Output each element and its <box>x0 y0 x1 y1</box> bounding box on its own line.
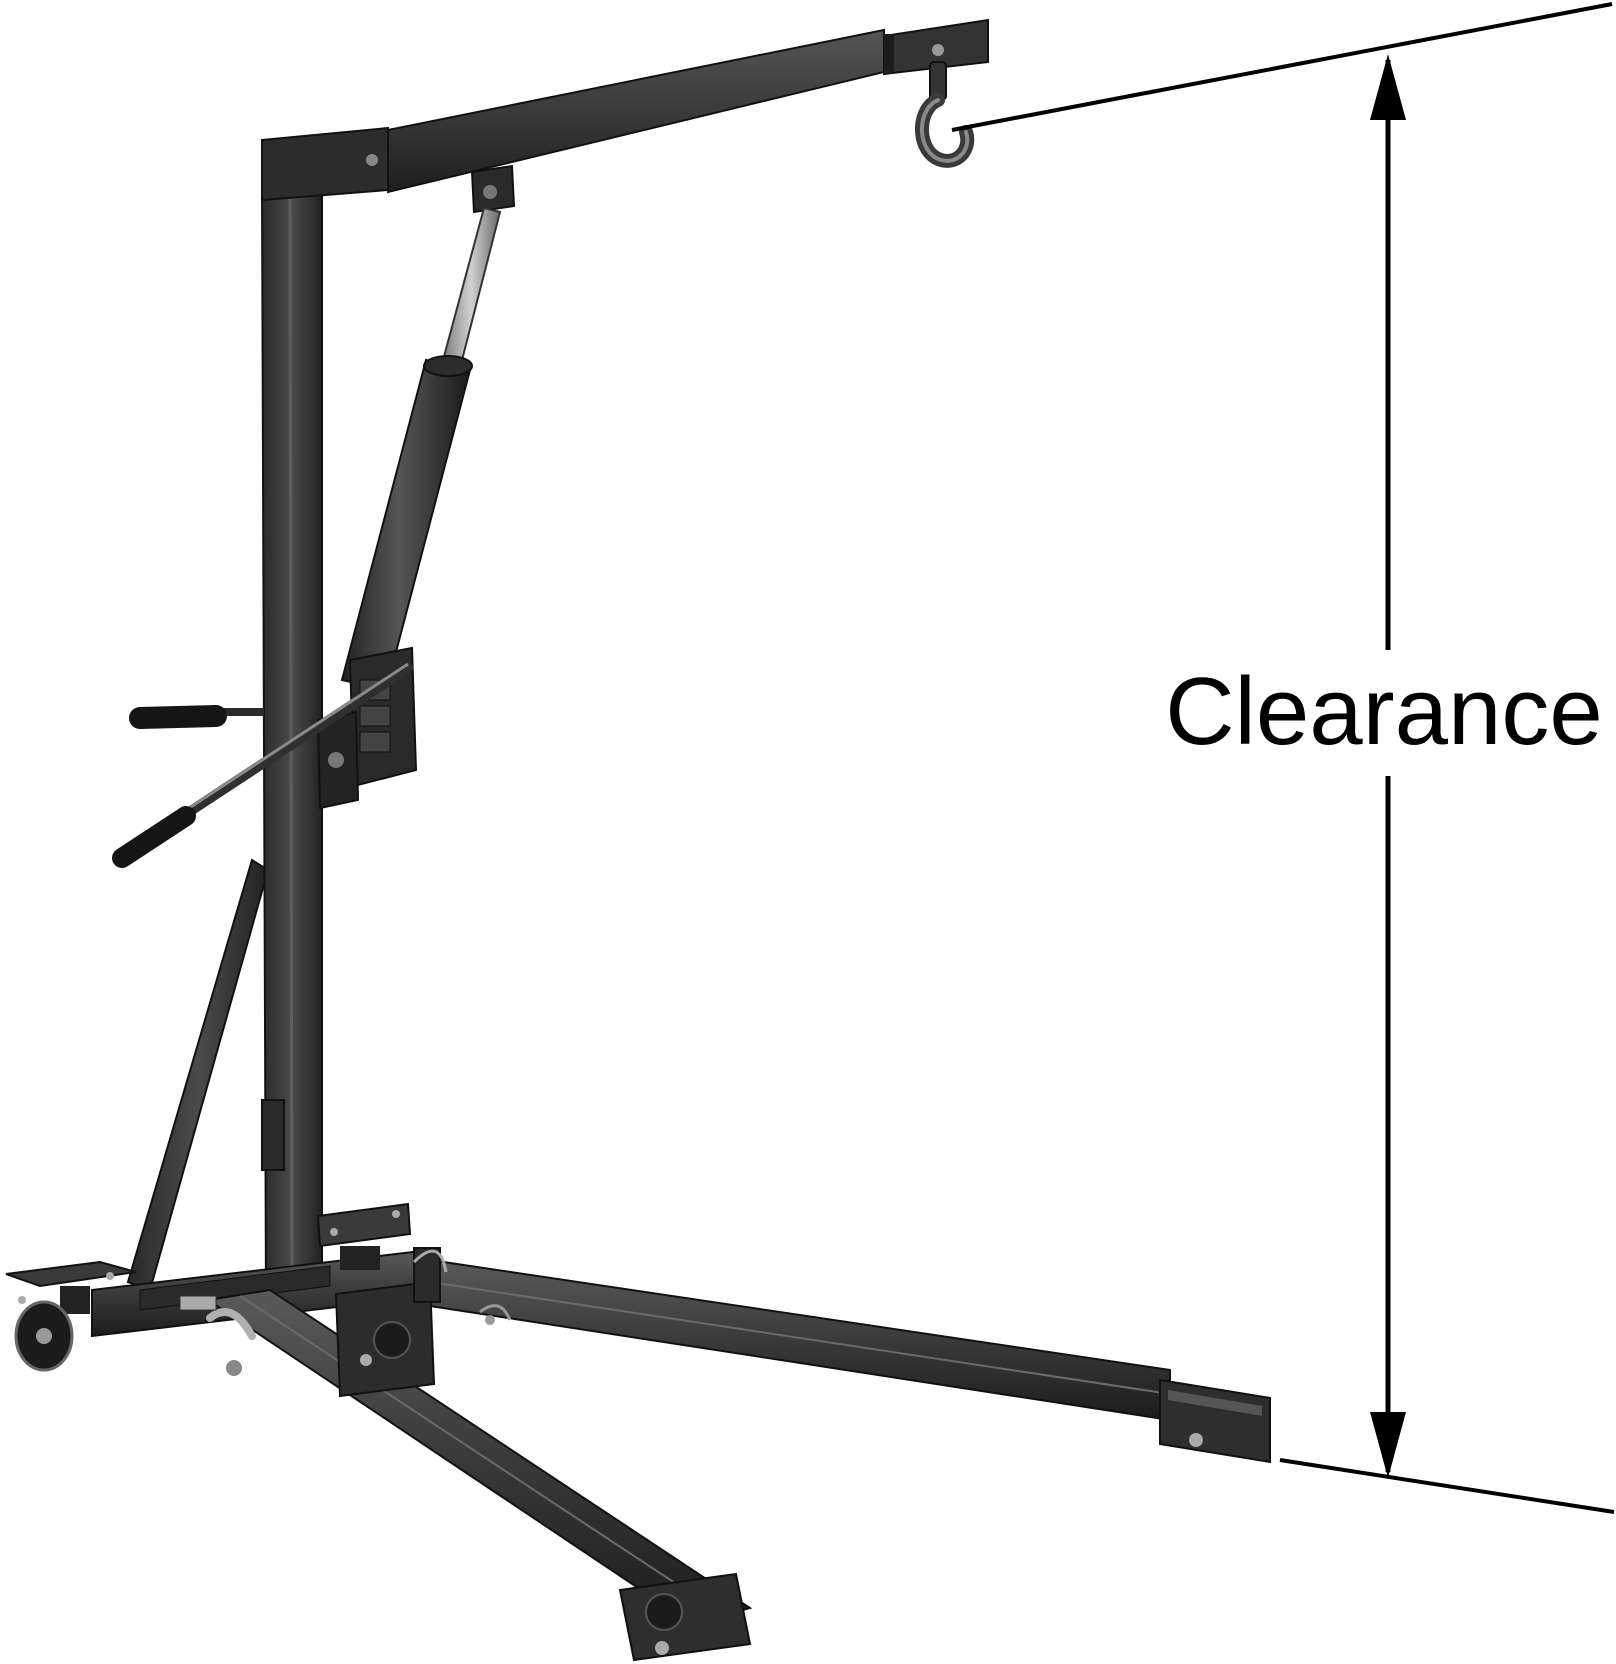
side-handle[interactable] <box>129 705 264 729</box>
arrow-down-icon <box>1370 1412 1406 1478</box>
bolt-icon <box>1189 1433 1203 1447</box>
bolt-icon <box>932 44 944 56</box>
bottom-reference-line <box>1279 1458 1615 1514</box>
pump-handle[interactable] <box>112 662 413 868</box>
clearance-label: Clearance <box>1165 658 1603 765</box>
arrow-up-icon <box>1370 54 1406 120</box>
left-leg <box>205 1288 753 1662</box>
piston-rod <box>440 206 502 370</box>
rear-caster-right <box>316 1202 448 1303</box>
bolt-icon <box>655 1641 669 1655</box>
pump-handle-grip[interactable] <box>112 806 196 868</box>
leg-latch[interactable] <box>179 1295 256 1376</box>
mast-caster-housing <box>334 1280 436 1398</box>
hydraulic-cylinder <box>340 355 473 692</box>
bolt-icon <box>366 154 378 166</box>
clearance-dimension: Clearance <box>951 2 1615 1514</box>
rear-brace <box>126 858 270 1292</box>
top-reference-line <box>951 2 1613 132</box>
right-leg <box>429 1258 1271 1464</box>
engine-crane <box>5 18 1271 1662</box>
caster-housing <box>618 1572 752 1662</box>
hook-icon <box>915 61 975 168</box>
boom-arm <box>387 18 989 214</box>
rear-caster-left <box>5 1260 137 1372</box>
